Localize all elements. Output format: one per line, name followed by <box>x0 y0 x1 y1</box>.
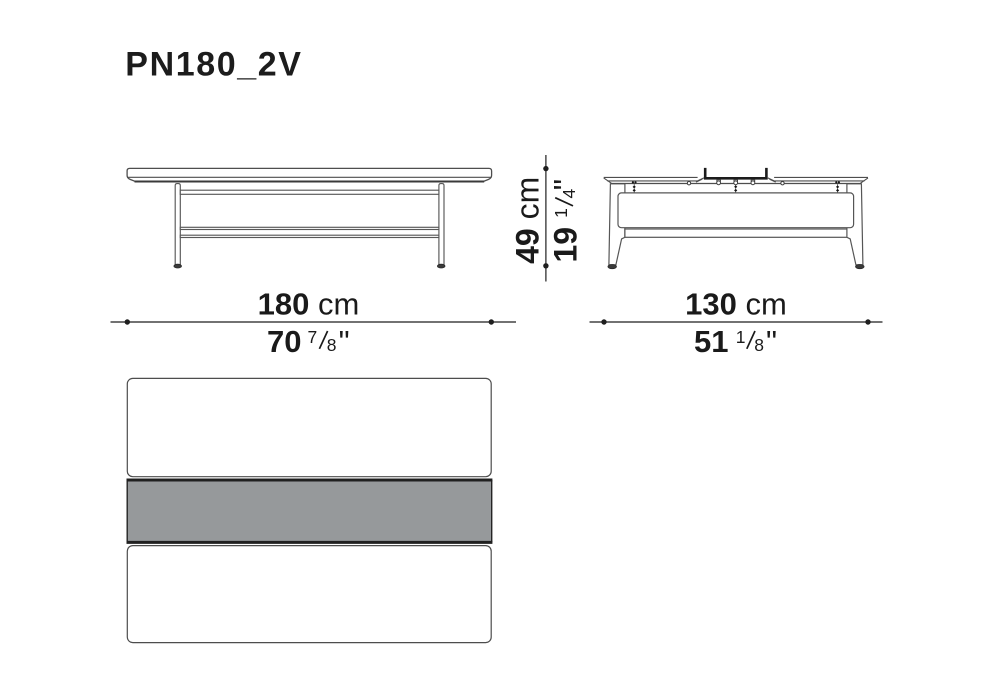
svg-text:": " <box>766 324 777 359</box>
svg-text:7: 7 <box>308 327 318 347</box>
svg-text:8: 8 <box>327 335 337 355</box>
svg-text:51: 51 <box>694 324 728 359</box>
svg-text:": " <box>339 324 350 359</box>
svg-text:": " <box>547 179 583 190</box>
svg-text:130 cm: 130 cm <box>685 287 787 322</box>
svg-text:70: 70 <box>267 324 301 359</box>
svg-text:1: 1 <box>736 327 746 347</box>
svg-text:49 cm: 49 cm <box>510 177 546 264</box>
svg-text:180 cm: 180 cm <box>258 287 360 322</box>
svg-text:19: 19 <box>547 227 583 263</box>
svg-text:1: 1 <box>551 208 571 218</box>
svg-text:8: 8 <box>754 335 764 355</box>
svg-text:4: 4 <box>559 189 579 199</box>
svg-text:PN180_2V: PN180_2V <box>125 46 302 84</box>
